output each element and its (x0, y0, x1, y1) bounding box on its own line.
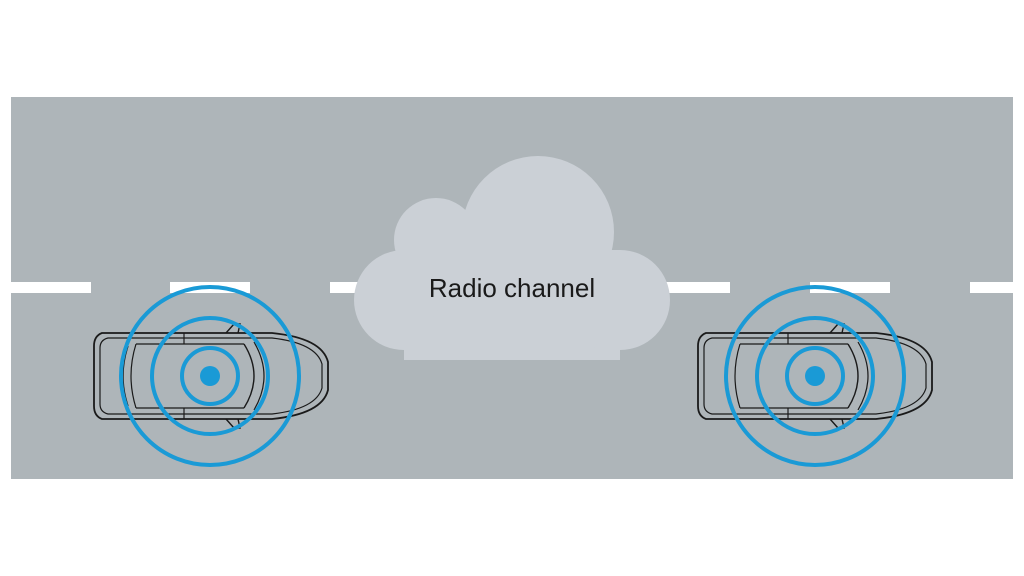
lane-dash (11, 282, 91, 293)
lane-dash (810, 282, 890, 293)
cloud-label: Radio channel (429, 273, 595, 303)
lane-dash (970, 282, 1013, 293)
lane-dash (650, 282, 730, 293)
radio-channel-cloud (354, 156, 670, 360)
